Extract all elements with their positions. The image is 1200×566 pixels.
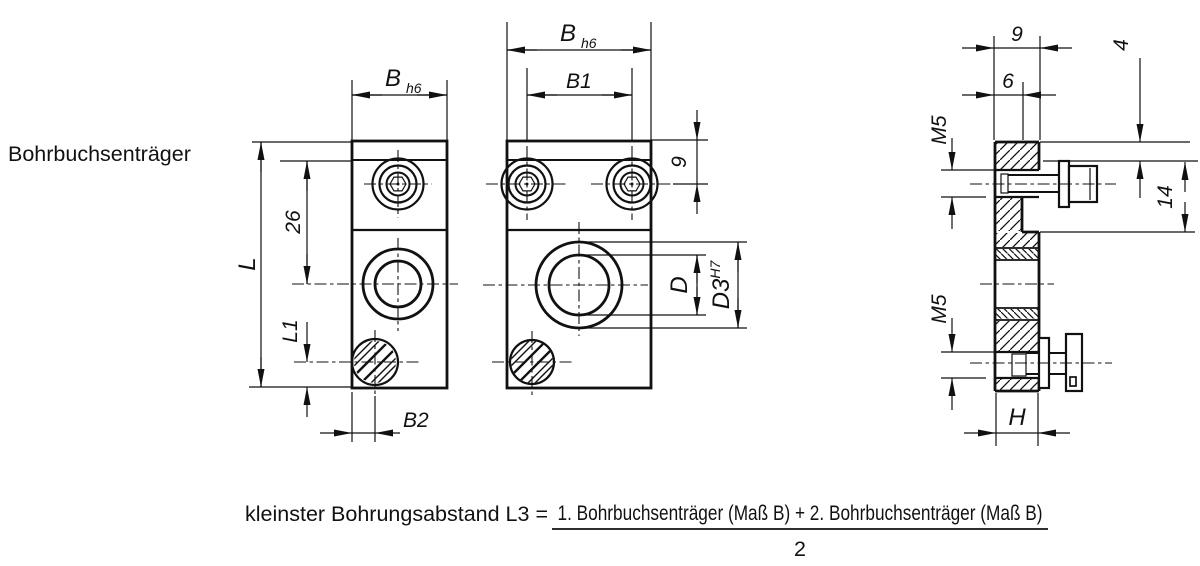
dim-top-edge-4: 4 <box>1040 39 1198 198</box>
dim-width-B: B h6 <box>506 20 652 140</box>
dim-screw-top-9: 9 <box>651 110 708 214</box>
page-title: Bohrbuchsenträger <box>8 142 191 166</box>
dim-label-4: 4 <box>1110 39 1133 51</box>
dim-thread-M5-top: M5 <box>928 115 995 229</box>
hex-socket-icon <box>623 176 641 192</box>
dim-clamp-edge-B2: B2 <box>320 392 429 442</box>
side-view-section: 9 6 M5 M5 <box>928 23 1198 446</box>
front-view-variant-1: B h6 L 26 L1 <box>234 65 458 442</box>
dim-width-B: B h6 <box>351 65 448 140</box>
dim-thread-M5-bottom: M5 <box>928 294 995 410</box>
dim-label-B: B <box>385 65 401 92</box>
dim-base-H: H <box>964 393 1070 446</box>
bushing-section-top <box>996 249 1038 259</box>
dim-label-B: B <box>560 20 576 47</box>
dim-label-L: L <box>234 257 261 270</box>
dim-label-M5: M5 <box>928 294 951 323</box>
dim-label-9: 9 <box>1011 23 1023 46</box>
dim-clamp-L1: L1 <box>279 319 311 417</box>
dim-label-B-tol: h6 <box>406 80 422 96</box>
bushing-section-bottom <box>996 309 1038 319</box>
socket-screw-right <box>591 68 708 220</box>
hex-socket-icon <box>389 176 407 192</box>
dim-label-H: H <box>1008 404 1026 431</box>
carrier-body-outline <box>350 139 449 390</box>
dim-label-14: 14 <box>1154 185 1177 208</box>
dim-label-9: 9 <box>668 156 691 168</box>
dim-body-6: 6 <box>962 70 1056 140</box>
dim-label-L1: L1 <box>279 319 302 342</box>
bushing-bore <box>292 238 458 331</box>
clamp-screw <box>492 331 574 396</box>
dim-label-B2: B2 <box>403 409 429 432</box>
dim-flange-9: 9 <box>962 23 1072 140</box>
dim-bore-D: D <box>579 254 706 316</box>
dim-label-M5: M5 <box>928 115 951 144</box>
formula-prefix: kleinster Bohrungsabstand L3 = <box>245 502 548 526</box>
formula-denominator: 2 <box>794 537 806 561</box>
dim-label-D: D <box>666 276 693 293</box>
front-view-variant-2: B h6 B1 9 D <box>483 20 747 396</box>
dim-label-B-tol: h6 <box>581 35 597 51</box>
dim-screw-spacing-B1: B1 <box>527 70 632 99</box>
socket-screw-side <box>970 159 1116 209</box>
clamp-screw <box>294 330 422 396</box>
formula-numerator: 1. Bohrbuchsenträger (Maß B) + 2. Bohrbu… <box>558 501 1043 525</box>
dim-bore-center-26: 26 <box>280 160 352 284</box>
dim-screw-depth-14: 14 <box>1040 162 1195 233</box>
dim-label-26: 26 <box>282 210 305 235</box>
socket-screw-top <box>364 150 432 218</box>
carrier-body-outline <box>505 139 653 390</box>
dim-label-D3: D3H7 <box>707 259 735 309</box>
thumb-screw-side <box>970 332 1112 393</box>
dim-height-L: L <box>234 141 352 388</box>
formula: kleinster Bohrungsabstand L3 = 1. Bohrbu… <box>245 501 1048 561</box>
socket-screw-left <box>486 68 568 220</box>
dim-label-B1: B1 <box>566 70 592 93</box>
dim-bushing-D3: D3H7 <box>579 241 747 329</box>
hex-socket-icon <box>518 176 536 192</box>
dim-label-6: 6 <box>1002 70 1014 93</box>
